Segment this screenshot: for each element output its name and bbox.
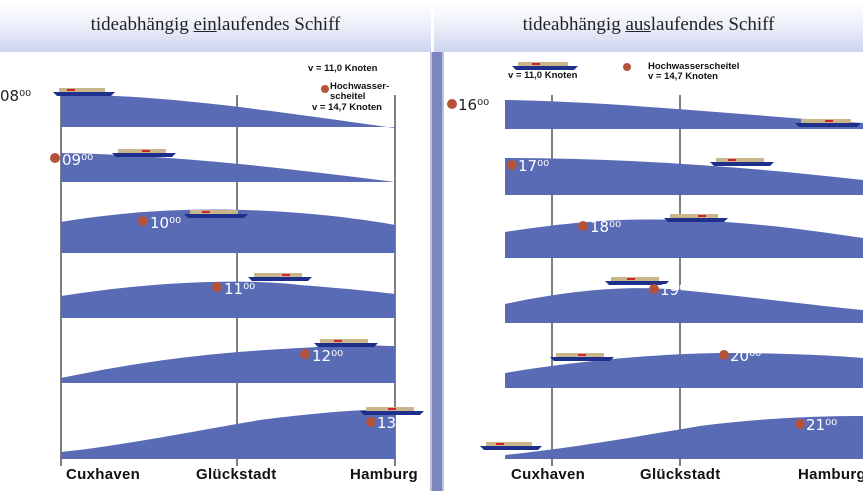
title-prefix: tideabhängig	[522, 14, 626, 35]
ship-icon	[512, 62, 578, 70]
crest-dot	[578, 221, 588, 231]
wave-left-6	[61, 409, 395, 459]
ship-icon	[248, 273, 312, 281]
crest-dots-right	[447, 99, 805, 429]
crest-dots-left	[50, 153, 376, 427]
ship-icon	[480, 442, 542, 450]
time-label: 18⁰⁰	[590, 218, 621, 236]
right-legend-speed: v = 11,0 Knoten	[508, 70, 578, 81]
title-emphasis: aus	[625, 14, 651, 35]
ship-icon	[360, 407, 424, 415]
ship-icon	[112, 149, 176, 157]
title-suffix: laufendes Schiff	[650, 14, 775, 35]
title-prefix: tideabhängig	[90, 14, 194, 35]
city-hamburg-left: Hamburg	[350, 466, 418, 483]
ship-icon	[314, 339, 378, 347]
right-panel-title: tideabhängig auslaufendes Schiff	[434, 14, 863, 36]
crest-dot	[649, 284, 659, 294]
time-label: 21⁰⁰	[806, 416, 837, 434]
legend-crest-line1: Hochwasser-	[330, 81, 390, 92]
right-panel-header: tideabhängig auslaufendes Schiff	[434, 0, 863, 52]
ship-icon	[795, 119, 861, 127]
time-label: 11⁰⁰	[224, 280, 255, 298]
wave-right-5	[505, 353, 863, 388]
wave-left-1	[61, 94, 395, 128]
crest-dot	[212, 282, 222, 292]
title-suffix: laufendes Schiff	[216, 14, 341, 35]
crest-dot	[300, 349, 310, 359]
time-label: 13⁰⁰	[377, 414, 408, 432]
city-glueckstadt-left: Glückstadt	[196, 466, 277, 483]
legend-crest-dot-left	[321, 85, 329, 93]
wave-left-4	[61, 281, 395, 318]
ship-icon	[184, 210, 248, 218]
wave-right-4	[505, 288, 863, 323]
ship-icon	[605, 277, 669, 285]
wave-right-6	[505, 416, 863, 459]
legend-crest-dot-right	[623, 63, 631, 71]
right-legend-crest-speed: v = 14,7 Knoten	[648, 71, 718, 82]
right-legend-crest: Hochwasserscheitel	[648, 61, 740, 72]
time-label: 09⁰⁰	[62, 151, 93, 169]
ship-icon	[53, 88, 115, 96]
crest-dot	[138, 216, 148, 226]
crest-dot	[719, 350, 729, 360]
city-glueckstadt-right: Glückstadt	[640, 466, 721, 483]
left-panel-header: tideabhängig einlaufendes Schiff	[0, 0, 431, 52]
crest-dot	[366, 417, 376, 427]
left-legend-speed: v = 11,0 Knoten	[308, 63, 378, 74]
time-label: 10⁰⁰	[150, 214, 181, 232]
wave-left-5	[61, 345, 395, 383]
left-legend-crest-speed: v = 14,7 Knoten	[312, 102, 382, 113]
ships-left	[53, 88, 424, 415]
left-legend-crest: Hochwasser- scheitel	[330, 82, 389, 102]
time-label: 19⁰⁰	[660, 281, 691, 299]
city-cuxhaven-right: Cuxhaven	[511, 466, 586, 483]
ship-icon	[550, 353, 614, 361]
legend-crest-line2: scheitel	[330, 91, 366, 102]
time-label: 16⁰⁰	[458, 96, 489, 114]
wave-right-1	[505, 100, 863, 129]
panel-divider	[430, 52, 444, 491]
wave-right-3	[505, 219, 863, 258]
ship-icon	[664, 214, 728, 222]
city-cuxhaven-left: Cuxhaven	[66, 466, 141, 483]
crest-dot	[447, 99, 457, 109]
crest-dot	[507, 160, 517, 170]
crest-dot	[795, 419, 805, 429]
crest-dot	[50, 153, 60, 163]
time-label: 17⁰⁰	[518, 157, 549, 175]
ship-icon	[710, 158, 774, 166]
time-label: 08⁰⁰	[0, 87, 31, 105]
time-label: 12⁰⁰	[312, 347, 343, 365]
city-hamburg-right: Hamburg	[798, 466, 863, 483]
title-emphasis: ein	[193, 14, 217, 35]
wave-right-2	[505, 158, 863, 195]
left-panel-title: tideabhängig einlaufendes Schiff	[0, 14, 431, 36]
ships-right	[480, 62, 861, 450]
time-label: 20⁰⁰	[730, 347, 761, 365]
wave-left-2	[61, 153, 395, 182]
